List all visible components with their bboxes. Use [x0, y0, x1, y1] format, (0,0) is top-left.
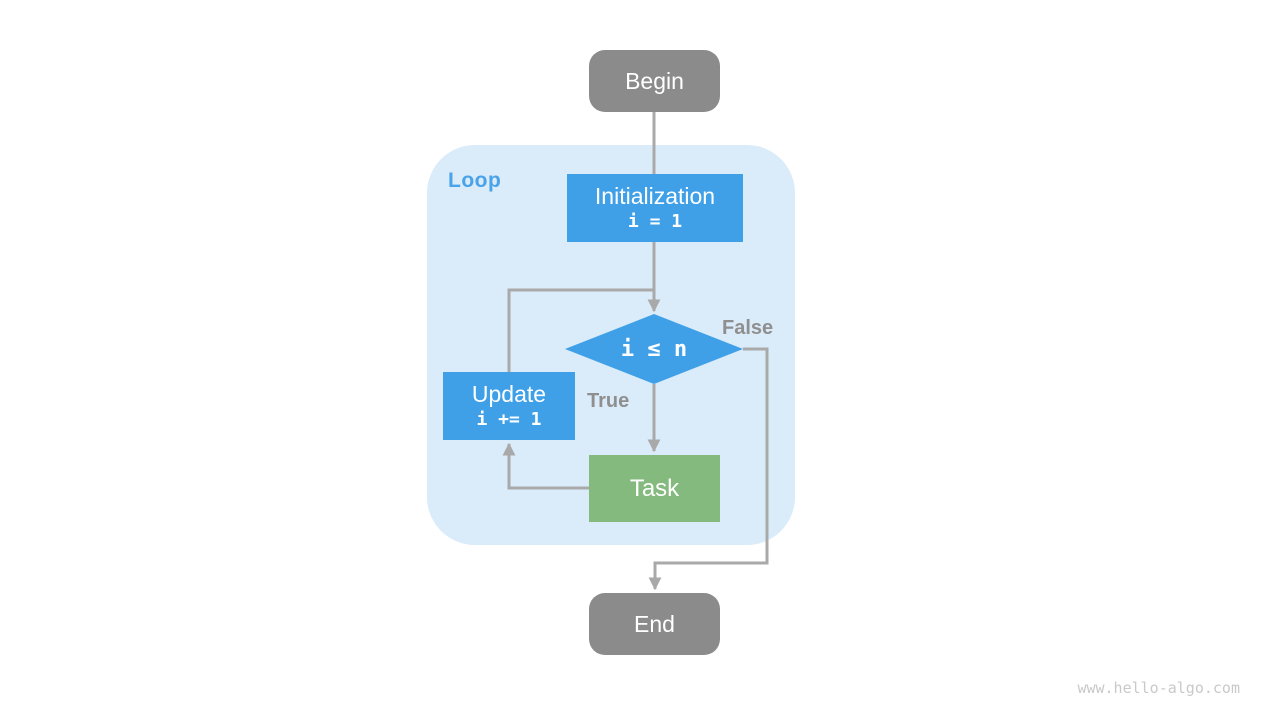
- true-branch-label: True: [587, 390, 630, 412]
- node-condition: i ≤ n: [560, 309, 748, 389]
- node-task-label: Task: [629, 474, 680, 502]
- node-condition-code: i ≤ n: [620, 336, 688, 362]
- node-update-label: Update: [471, 381, 547, 408]
- node-task: Task: [589, 455, 720, 522]
- watermark-text: www.hello-algo.com: [1077, 679, 1240, 697]
- false-branch-label: False: [722, 317, 774, 339]
- node-begin-label: Begin: [625, 67, 684, 94]
- node-end: End: [589, 593, 720, 655]
- node-end-label: End: [634, 610, 675, 637]
- node-update: Update i += 1: [443, 372, 575, 440]
- node-initialization: Initialization i = 1: [567, 174, 743, 242]
- node-initialization-label: Initialization: [594, 183, 716, 210]
- node-initialization-code: i = 1: [627, 211, 683, 233]
- node-update-code: i += 1: [476, 409, 542, 431]
- loop-group-label: Loop: [448, 169, 502, 192]
- node-begin: Begin: [589, 50, 720, 112]
